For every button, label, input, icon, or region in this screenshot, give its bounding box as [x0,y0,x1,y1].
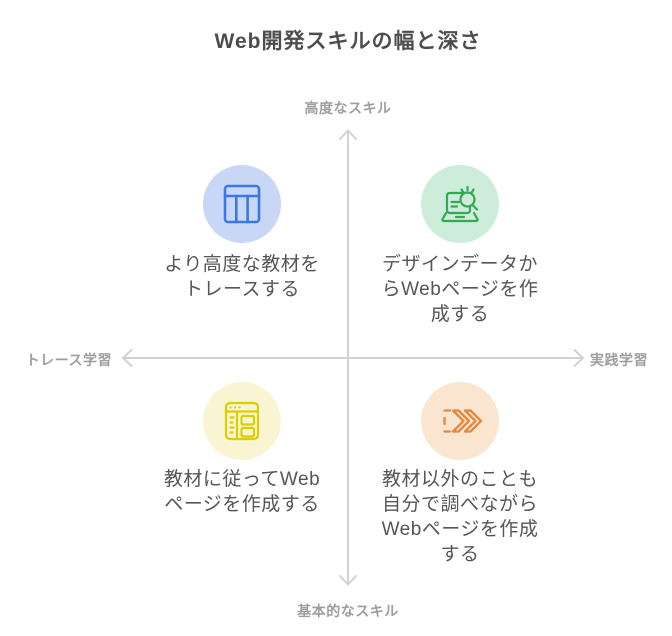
axis-label-advanced-skill: 高度なスキル [304,100,392,116]
quadrant-bottom-right-icon-circle [421,382,499,460]
quadrant-bottom-right-label: 教材以外のことも 自分で調べながら Webページを作成 する [381,469,539,565]
browser-window-icon [224,401,260,441]
quadrant-top-right-label: デザインデータか らWebページを作 成する [381,254,539,325]
axis-label-trace-learning: トレース学習 [25,352,112,368]
quadrant-top-left-label: より高度な教材を トレースする [164,254,320,300]
left-arrowhead-icon [122,349,133,367]
page-title: Web開発スキルの幅と深さ [214,30,482,53]
up-arrowhead-icon [339,129,357,140]
down-arrowhead-icon [339,575,357,586]
laptop-search-icon [441,185,479,223]
double-chevron-icon [443,409,483,433]
axis-label-basic-skill: 基本的なスキル [297,603,399,619]
quadrant-bottom-left-icon-circle [203,382,281,460]
quadrant-top-right-icon-circle [421,165,499,243]
right-arrowhead-icon [573,349,584,367]
table-layout-icon [223,184,261,224]
quadrant-top-left-icon-circle [203,165,281,243]
axis-label-practice-learning: 実践学習 [590,352,648,368]
quadrant-bottom-left-label: 教材に従ってWeb ページを作成する [163,469,321,515]
